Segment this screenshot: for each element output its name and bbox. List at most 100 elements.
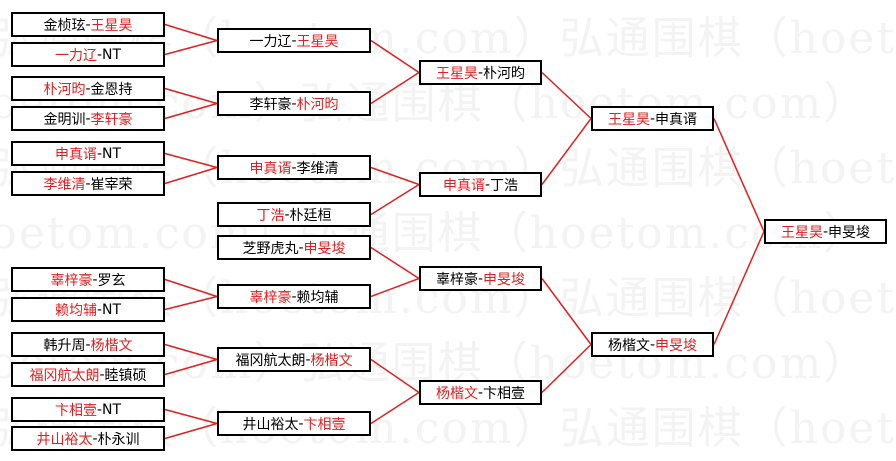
separator: - — [298, 415, 304, 432]
player-left: 王星昊 — [607, 111, 650, 128]
round-3-match-box: 辜梓豪-申旻埈 — [419, 266, 542, 291]
bracket-connector — [164, 166, 218, 185]
player-right: 朴永训 — [97, 431, 140, 448]
bracket-connector — [164, 87, 218, 105]
separator: - — [305, 351, 311, 368]
player-right: 申旻埈 — [483, 271, 526, 288]
separator: - — [92, 271, 98, 288]
player-left: 申真谞 — [249, 160, 292, 177]
separator: - — [85, 80, 91, 97]
bracket-connector — [541, 343, 592, 394]
round-1-match-box: 金明训-李轩豪 — [11, 106, 165, 131]
player-left: 一力辽 — [54, 47, 97, 64]
separator: - — [484, 176, 491, 193]
separator: - — [96, 401, 103, 418]
player-right: 睦镇硕 — [104, 367, 147, 384]
separator: - — [92, 430, 98, 447]
player-right: 金恩持 — [90, 81, 133, 98]
player-left: 卞相壹 — [54, 402, 97, 419]
separator: - — [96, 301, 103, 318]
bracket-connector — [164, 278, 218, 298]
bracket-connector — [541, 71, 592, 120]
player-right: NT — [102, 46, 122, 63]
bracket-connector — [164, 39, 218, 56]
round-3-match-box: 王星昊-朴河昀 — [419, 60, 542, 85]
bracket-connector — [370, 166, 420, 186]
separator: - — [291, 288, 297, 305]
player-right: 李维清 — [296, 160, 339, 177]
separator: - — [85, 16, 91, 33]
player-right: 申旻埈 — [655, 337, 698, 354]
player-left: 一力辽 — [249, 33, 292, 50]
player-right: NT — [102, 301, 122, 318]
player-right: 李轩豪 — [90, 111, 133, 128]
bracket-connector — [164, 343, 218, 361]
player-right: 申真谞 — [655, 111, 698, 128]
round-2-match-box: 申真谞-李维清 — [217, 155, 371, 180]
player-left: 井山裕太 — [36, 431, 93, 448]
separator: - — [99, 366, 105, 383]
player-right: 朴廷桓 — [289, 207, 332, 224]
player-right: 申旻埈 — [828, 224, 871, 241]
final-match-box: 王星昊-申旻埈 — [764, 219, 887, 244]
player-right: 丁浩 — [490, 177, 519, 194]
player-right: 崔宰荣 — [90, 176, 133, 193]
round-2-match-box: 福冈航太朗-杨楷文 — [217, 347, 371, 372]
bracket-connector — [370, 391, 420, 425]
player-left: 金桢玹 — [43, 17, 86, 34]
round-1-match-box: 福冈航太朗-睦镇硕 — [11, 362, 165, 387]
player-left: 王星昊 — [780, 224, 823, 241]
player-left: 韩升周 — [43, 337, 86, 354]
player-right: 申旻埈 — [303, 240, 346, 257]
bracket-connector — [370, 246, 420, 280]
round-3-match-box: 申真谞-丁浩 — [419, 172, 542, 197]
round-2-match-box: 李轩豪-朴河昀 — [217, 91, 371, 116]
player-right: 杨楷文 — [310, 352, 353, 369]
round-1-match-box: 一力辽-NT — [11, 42, 165, 67]
player-right: 赖均辅 — [296, 289, 339, 306]
player-left: 辜梓豪 — [435, 271, 478, 288]
player-right: 罗玄 — [97, 272, 126, 289]
player-left: 申真谞 — [442, 177, 485, 194]
player-left: 辜梓豪 — [249, 289, 292, 306]
separator: - — [96, 46, 103, 63]
bracket-connector — [164, 422, 218, 440]
player-right: 卞相壹 — [303, 416, 346, 433]
player-right: 卞相壹 — [483, 385, 526, 402]
bracket-connector — [713, 231, 765, 345]
player-left: 李维清 — [43, 176, 86, 193]
player-left: 赖均辅 — [54, 302, 97, 319]
player-right: NT — [102, 145, 122, 162]
player-left: 井山裕太 — [242, 416, 299, 433]
round-1-match-box: 朴河昀-金恩持 — [11, 76, 165, 101]
bracket-connector — [164, 23, 218, 42]
separator: - — [291, 159, 297, 176]
separator: - — [85, 336, 91, 353]
player-left: 芝野虎丸 — [242, 240, 299, 257]
round-1-match-box: 申真谞-NT — [11, 141, 165, 166]
round-2-match-box: 井山裕太-卞相壹 — [217, 411, 371, 436]
bracket-connector — [164, 358, 218, 376]
bracket-connector — [164, 408, 218, 425]
round-2-match-box: 一力辽-王星昊 — [217, 28, 371, 53]
separator: - — [822, 223, 829, 240]
round-1-match-box: 韩升周-杨楷文 — [11, 332, 165, 357]
separator: - — [85, 175, 91, 192]
player-left: 杨楷文 — [607, 337, 650, 354]
round-4-match-box: 王星昊-申真谞 — [591, 106, 714, 131]
round-3-match-box: 杨楷文-卞相壹 — [419, 380, 542, 405]
round-2-match-box: 丁浩-朴廷桓 — [217, 202, 371, 227]
separator: - — [85, 110, 91, 127]
round-1-match-box: 李维清-崔宰荣 — [11, 171, 165, 196]
player-left: 王星昊 — [435, 65, 478, 82]
player-left: 金明训 — [43, 111, 86, 128]
separator: - — [284, 206, 290, 223]
player-left: 杨楷文 — [435, 385, 478, 402]
separator: - — [298, 239, 304, 256]
round-1-match-box: 井山裕太-朴永训 — [11, 426, 165, 451]
player-left: 申真谞 — [54, 146, 97, 163]
bracket-connector — [370, 277, 420, 298]
bracket-connector — [164, 295, 218, 311]
bracket-connector — [370, 358, 420, 394]
